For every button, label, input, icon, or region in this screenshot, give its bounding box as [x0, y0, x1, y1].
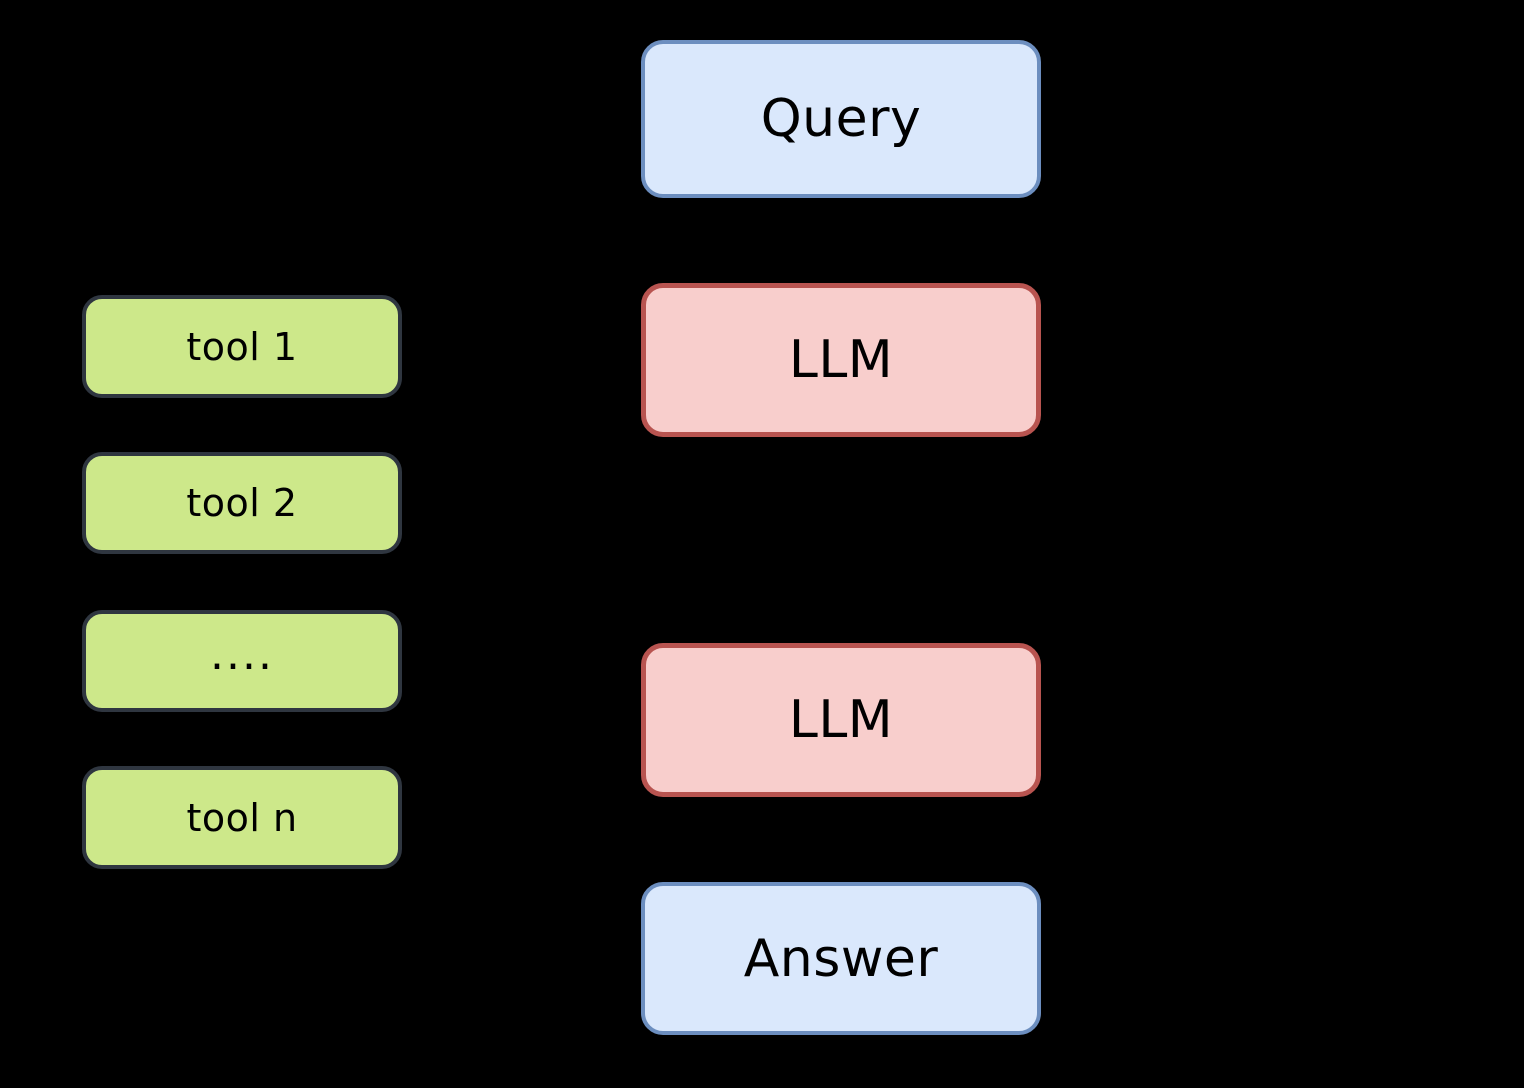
tool-node-ellipsis[interactable]: .... [82, 610, 402, 712]
tool-node-ellipsis-label: .... [210, 629, 274, 680]
query-node-label: Query [760, 89, 922, 149]
tool-node-1-label: tool 1 [186, 324, 298, 369]
tool-node-2-label: tool 2 [186, 481, 298, 525]
query-node[interactable]: Query [641, 40, 1041, 198]
llm-node-2-label: LLM [788, 690, 894, 750]
tool-node-n[interactable]: tool n [82, 766, 402, 869]
llm-node-2[interactable]: LLM [641, 643, 1041, 797]
answer-node-label: Answer [743, 928, 939, 989]
llm-node-1-label: LLM [788, 330, 894, 390]
tool-node-1[interactable]: tool 1 [82, 295, 402, 398]
tool-node-2[interactable]: tool 2 [82, 452, 402, 554]
llm-node-1[interactable]: LLM [641, 283, 1041, 437]
answer-node[interactable]: Answer [641, 882, 1041, 1035]
tool-node-n-label: tool n [186, 795, 298, 840]
